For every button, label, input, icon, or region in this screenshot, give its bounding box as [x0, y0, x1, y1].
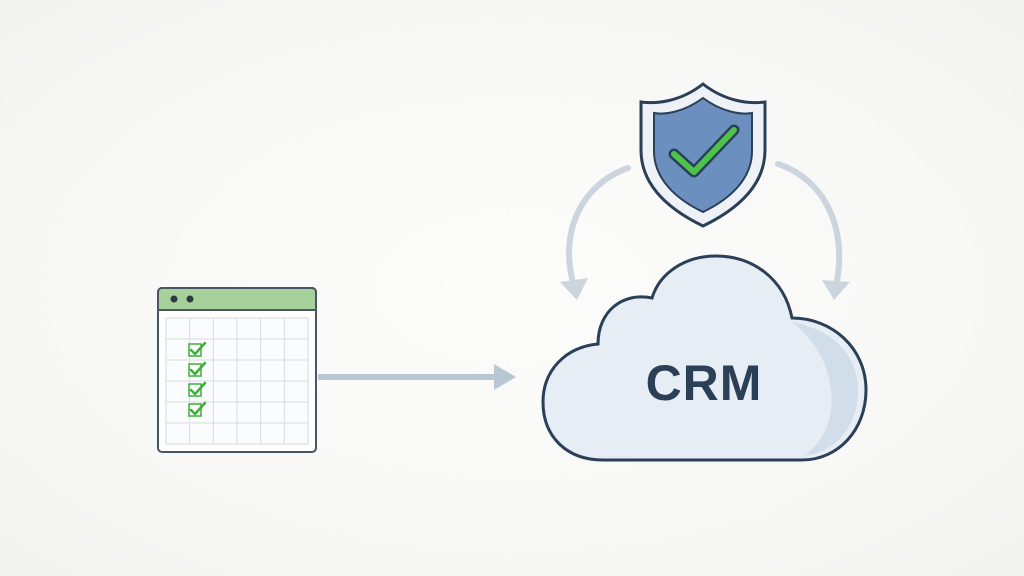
cloud-label: CRM: [646, 355, 763, 411]
checkbox-checked-icon: [188, 361, 207, 377]
checkbox-checked-icon: [188, 401, 207, 417]
checkbox-checked-icon: [188, 341, 207, 357]
shield-check-icon: [639, 82, 767, 228]
curved-arrow-left: [560, 165, 631, 300]
checkbox-checked-icon: [188, 381, 207, 397]
curved-arrow-right: [775, 161, 850, 300]
spreadsheet-checklist-icon: [157, 287, 317, 453]
cloud-icon: CRM: [541, 254, 868, 462]
flow-arrow: [318, 364, 516, 390]
